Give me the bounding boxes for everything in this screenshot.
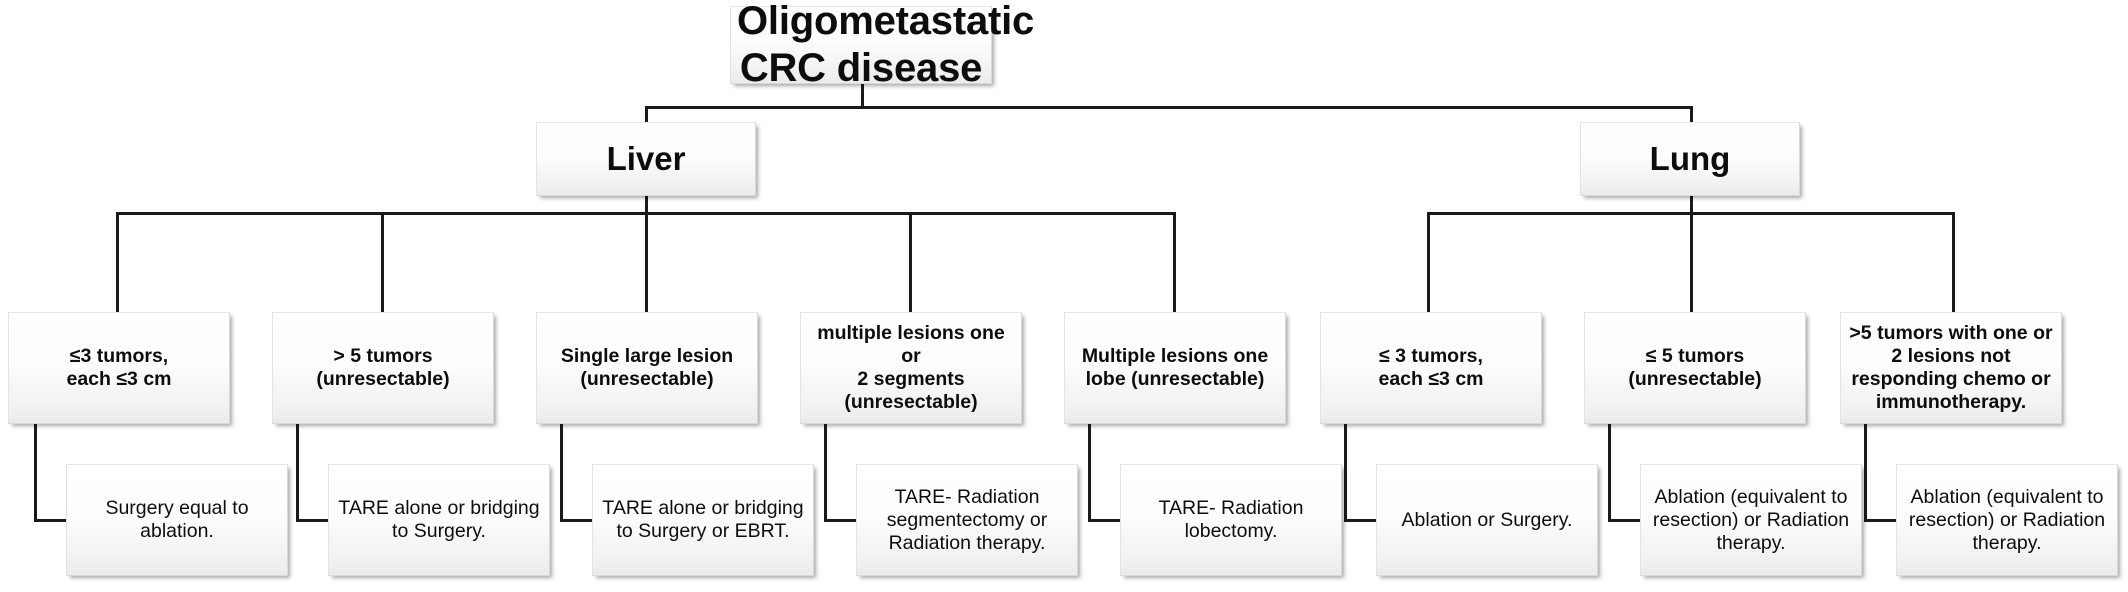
- node-criteria-4[interactable]: multiple lesions one or 2 segments (unre…: [800, 312, 1022, 424]
- connector-elbow-v-2: [296, 424, 299, 522]
- connector-elbow-h-5: [1088, 519, 1123, 522]
- node-criteria-6[interactable]: ≤ 3 tumors, each ≤3 cm: [1320, 312, 1542, 424]
- connector-liver-drop-4: [909, 212, 912, 312]
- connector-elbow-v-8: [1864, 424, 1867, 522]
- connector-lung-drop-2: [1690, 212, 1693, 312]
- node-criteria-3[interactable]: Single large lesion (unresectable): [536, 312, 758, 424]
- connector-organ-bus: [645, 106, 1693, 109]
- node-criteria-7-label: ≤ 5 tumors (unresectable): [1628, 345, 1762, 390]
- connector-lung-stem: [1690, 196, 1693, 214]
- node-organ-liver-label: Liver: [606, 139, 686, 177]
- connector-elbow-v-7: [1608, 424, 1611, 522]
- connector-elbow-v-5: [1088, 424, 1091, 522]
- connector-elbow-v-6: [1344, 424, 1347, 522]
- node-criteria-5[interactable]: Multiple lesions one lobe (unresectable): [1064, 312, 1286, 424]
- node-treatment-7[interactable]: Ablation (equivalent to resection) or Ra…: [1640, 464, 1862, 576]
- node-treatment-8[interactable]: Ablation (equivalent to resection) or Ra…: [1896, 464, 2118, 576]
- node-treatment-6-label: Ablation or Surgery.: [1401, 508, 1573, 531]
- node-root-label: Oligometastatic CRC disease: [737, 0, 1035, 90]
- node-root[interactable]: Oligometastatic CRC disease: [730, 0, 1034, 90]
- node-treatment-4-label: TARE- Radiation segmentectomy or Radiati…: [886, 485, 1048, 554]
- connector-root-stem: [861, 84, 864, 108]
- connector-drop-lung: [1690, 106, 1693, 122]
- node-criteria-8-label: >5 tumors with one or 2 lesions not resp…: [1849, 322, 2053, 413]
- connector-lung-drop-1: [1427, 212, 1430, 312]
- node-criteria-5-label: Multiple lesions one lobe (unresectable): [1081, 345, 1269, 390]
- node-treatment-5[interactable]: TARE- Radiation lobectomy.: [1120, 464, 1342, 576]
- node-treatment-4[interactable]: TARE- Radiation segmentectomy or Radiati…: [856, 464, 1078, 576]
- node-treatment-8-label: Ablation (equivalent to resection) or Ra…: [1908, 485, 2106, 554]
- connector-elbow-h-1: [34, 519, 69, 522]
- node-treatment-3[interactable]: TARE alone or bridging to Surgery or EBR…: [592, 464, 814, 576]
- node-criteria-4-label: multiple lesions one or 2 segments (unre…: [817, 322, 1005, 413]
- connector-elbow-h-8: [1864, 519, 1899, 522]
- node-treatment-6[interactable]: Ablation or Surgery.: [1376, 464, 1598, 576]
- node-treatment-2[interactable]: TARE alone or bridging to Surgery.: [328, 464, 550, 576]
- connector-elbow-h-7: [1608, 519, 1643, 522]
- node-criteria-1-label: ≤3 tumors, each ≤3 cm: [66, 345, 172, 390]
- node-treatment-2-label: TARE alone or bridging to Surgery.: [338, 497, 540, 542]
- node-criteria-1[interactable]: ≤3 tumors, each ≤3 cm: [8, 312, 230, 424]
- connector-liver-drop-2: [381, 212, 384, 312]
- node-criteria-2[interactable]: > 5 tumors (unresectable): [272, 312, 494, 424]
- node-criteria-8[interactable]: >5 tumors with one or 2 lesions not resp…: [1840, 312, 2062, 424]
- connector-liver-drop-5: [1173, 212, 1176, 312]
- node-organ-lung-label: Lung: [1649, 139, 1731, 177]
- node-organ-liver[interactable]: Liver: [536, 122, 756, 196]
- connector-elbow-h-2: [296, 519, 331, 522]
- connector-drop-liver: [645, 106, 648, 122]
- node-treatment-7-label: Ablation (equivalent to resection) or Ra…: [1652, 485, 1850, 554]
- connector-elbow-h-4: [824, 519, 859, 522]
- node-criteria-6-label: ≤ 3 tumors, each ≤3 cm: [1378, 345, 1484, 390]
- connector-elbow-v-3: [560, 424, 563, 522]
- connector-liver-stem: [645, 196, 648, 214]
- node-criteria-3-label: Single large lesion (unresectable): [560, 345, 734, 390]
- node-treatment-5-label: TARE- Radiation lobectomy.: [1158, 497, 1304, 542]
- connector-elbow-h-6: [1344, 519, 1379, 522]
- connector-elbow-h-3: [560, 519, 595, 522]
- node-criteria-7[interactable]: ≤ 5 tumors (unresectable): [1584, 312, 1806, 424]
- node-treatment-3-label: TARE alone or bridging to Surgery or EBR…: [602, 497, 804, 542]
- connector-liver-drop-1: [116, 212, 119, 312]
- connector-lung-drop-3: [1952, 212, 1955, 312]
- node-treatment-1-label: Surgery equal to ablation.: [105, 497, 249, 542]
- connector-elbow-v-4: [824, 424, 827, 522]
- connector-elbow-v-1: [34, 424, 37, 522]
- node-treatment-1[interactable]: Surgery equal to ablation.: [66, 464, 288, 576]
- connector-liver-drop-3: [645, 212, 648, 312]
- node-organ-lung[interactable]: Lung: [1580, 122, 1800, 196]
- node-criteria-2-label: > 5 tumors (unresectable): [316, 345, 450, 390]
